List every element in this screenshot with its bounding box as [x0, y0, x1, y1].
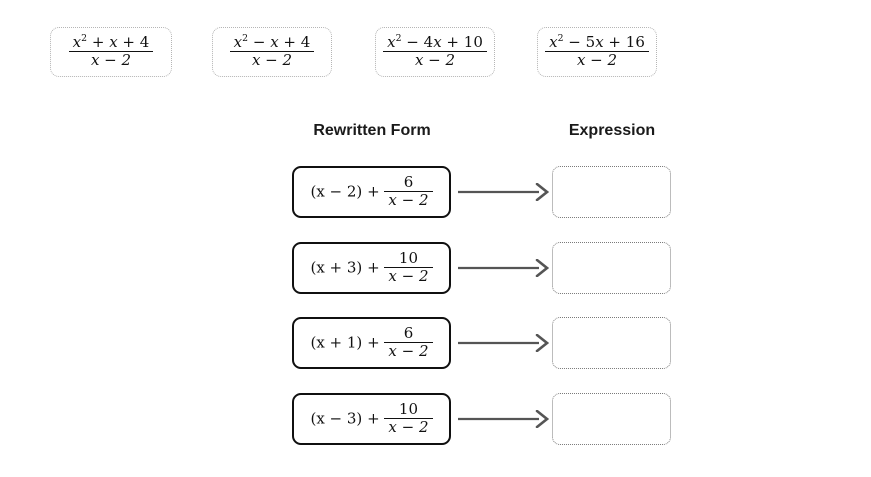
rewritten-form-card[interactable]: (x − 2) + 6 x − 2 [292, 166, 451, 218]
expression-drop-zone[interactable] [552, 393, 671, 445]
fraction: 6 x − 2 [384, 325, 433, 360]
binomial-term: (x + 1) [310, 333, 363, 351]
match-row: (x − 2) + 6 x − 2 [0, 166, 871, 218]
expression-drop-zone[interactable] [552, 242, 671, 294]
fraction-denominator: x − 2 [388, 190, 429, 209]
column-header-rewritten-form: Rewritten Form [313, 122, 431, 139]
arrow-right-icon [458, 410, 549, 428]
match-row: (x + 3) + 10 x − 2 [0, 242, 871, 294]
fraction-denominator: x − 2 [388, 266, 429, 285]
expression-drop-zone[interactable] [552, 166, 671, 218]
plus-sign: + [367, 258, 380, 276]
rewritten-expression: (x − 3) + 10 x − 2 [310, 401, 433, 436]
fraction-denominator: x − 2 [90, 50, 132, 69]
fraction-numerator: x2 + x + 4 [68, 34, 154, 52]
rewritten-expression: (x − 2) + 6 x − 2 [310, 174, 433, 209]
arrow-right-icon [458, 334, 549, 352]
fraction-numerator: 10 [384, 401, 433, 419]
fraction: 6 x − 2 [384, 174, 433, 209]
source-tile-tray: x2 + x + 4 x − 2 x2 − x + 4 x − 2 x2 − 4… [0, 0, 871, 100]
rewritten-form-card[interactable]: (x − 3) + 10 x − 2 [292, 393, 451, 445]
fraction-expression: x2 − 4x + 10 x − 2 [383, 34, 487, 69]
fraction-expression: x2 − 5x + 16 x − 2 [545, 34, 649, 69]
binomial-term: (x − 2) [310, 182, 363, 200]
fraction-denominator: x − 2 [251, 50, 293, 69]
plus-sign: + [367, 409, 380, 427]
fraction-numerator: 6 [384, 174, 433, 192]
fraction: 10 x − 2 [384, 250, 433, 285]
fraction-denominator: x − 2 [388, 341, 429, 360]
fraction-numerator: 10 [384, 250, 433, 268]
fraction: x2 − 5x + 16 x − 2 [545, 34, 649, 69]
source-tile[interactable]: x2 − x + 4 x − 2 [212, 27, 332, 77]
fraction-expression: x2 + x + 4 x − 2 [68, 34, 154, 69]
match-row: (x − 3) + 10 x − 2 [0, 393, 871, 445]
fraction-expression: x2 − x + 4 x − 2 [229, 34, 315, 69]
source-tile[interactable]: x2 − 4x + 10 x − 2 [375, 27, 495, 77]
plus-sign: + [367, 182, 380, 200]
source-tile[interactable]: x2 + x + 4 x − 2 [50, 27, 172, 77]
binomial-term: (x − 3) [310, 409, 363, 427]
fraction-numerator: x2 − x + 4 [229, 34, 315, 52]
plus-sign: + [367, 333, 380, 351]
fraction-numerator: x2 − 4x + 10 [383, 34, 487, 52]
fraction-denominator: x − 2 [414, 50, 456, 69]
fraction: x2 + x + 4 x − 2 [68, 34, 154, 69]
rewritten-expression: (x + 3) + 10 x − 2 [310, 250, 433, 285]
rewritten-form-card[interactable]: (x + 3) + 10 x − 2 [292, 242, 451, 294]
rewritten-expression: (x + 1) + 6 x − 2 [310, 325, 433, 360]
column-header-expression: Expression [568, 122, 656, 139]
rewritten-form-card[interactable]: (x + 1) + 6 x − 2 [292, 317, 451, 369]
fraction-numerator: x2 − 5x + 16 [545, 34, 649, 52]
fraction-denominator: x − 2 [576, 50, 618, 69]
fraction: x2 − x + 4 x − 2 [229, 34, 315, 69]
expression-drop-zone[interactable] [552, 317, 671, 369]
arrow-right-icon [458, 259, 549, 277]
fraction-numerator: 6 [384, 325, 433, 343]
fraction: 10 x − 2 [384, 401, 433, 436]
fraction-denominator: x − 2 [388, 417, 429, 436]
binomial-term: (x + 3) [310, 258, 363, 276]
source-tile[interactable]: x2 − 5x + 16 x − 2 [537, 27, 657, 77]
arrow-right-icon [458, 183, 549, 201]
match-row: (x + 1) + 6 x − 2 [0, 317, 871, 369]
fraction: x2 − 4x + 10 x − 2 [383, 34, 487, 69]
